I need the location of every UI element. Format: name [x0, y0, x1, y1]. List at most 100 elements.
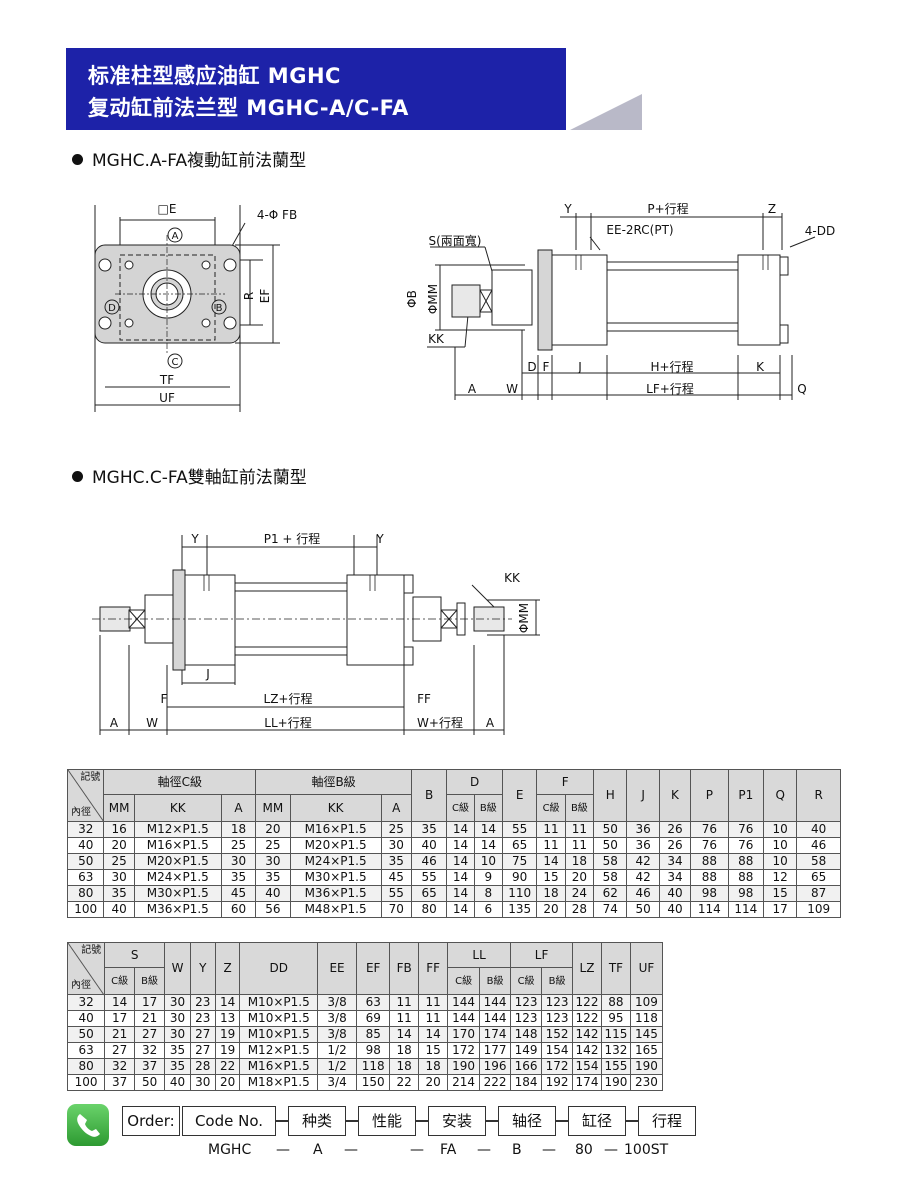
label-s: S(兩面寬) [429, 233, 482, 248]
phone-icon[interactable] [67, 1104, 109, 1146]
label-w: W [506, 382, 518, 396]
table-cell: 23 [189, 994, 216, 1011]
table-cell: 14 [473, 837, 504, 854]
table-cell: M16×P1.5 [133, 837, 222, 854]
order-dash: — [542, 1142, 556, 1158]
table-cell: 172 [541, 1058, 574, 1075]
label-a-right: A [486, 716, 495, 730]
header-h: H [593, 769, 628, 822]
table-cell: 17 [104, 1010, 136, 1027]
table-cell: 46 [626, 885, 660, 902]
order-value-rod: B [512, 1142, 522, 1158]
header-p: P [690, 769, 729, 822]
title-banner: 标准柱型感应油缸 MGHC 复动缸前法兰型 MGHC-A/C-FA [66, 48, 566, 130]
table-cell: 98 [356, 1042, 391, 1059]
section-1-title-text: MGHC.A-FA複動缸前法蘭型 [92, 151, 307, 171]
label-y-right: Y [375, 532, 384, 546]
table-cell: 10 [762, 837, 798, 854]
table-cell: 17 [762, 901, 798, 918]
table-cell: 11 [389, 994, 420, 1011]
table-cell: 18 [564, 853, 595, 870]
table-cell: 114 [690, 901, 729, 918]
table-cell: 55 [380, 885, 412, 902]
table-cell: 17 [134, 994, 166, 1011]
table-cell: 166 [510, 1058, 543, 1075]
header-mm-b: MM [255, 794, 291, 822]
corner-bottom-label: 內徑 [71, 980, 91, 991]
label-tf: TF [159, 373, 174, 387]
label-ef: EF [258, 289, 272, 304]
table-cell: 26 [658, 821, 692, 838]
table-cell: 14 [446, 853, 475, 870]
table-cell: 69 [356, 1010, 391, 1027]
corner-bottom-label: 內徑 [71, 807, 91, 818]
table-cell: 14 [389, 1026, 420, 1043]
table-cell: 123 [510, 994, 543, 1011]
header-kk-b: KK [289, 794, 382, 822]
section-2-title-text: MGHC.C-FA雙軸缸前法蘭型 [92, 468, 307, 488]
table-cell: 58 [593, 869, 628, 886]
table-cell: 27 [104, 1042, 136, 1059]
table-cell: 20 [255, 821, 291, 838]
table-cell: 21 [104, 1026, 136, 1043]
table-cell: 9 [473, 869, 504, 886]
order-box-mounting: 安装 [428, 1106, 486, 1136]
header-lf-b: B級 [541, 967, 574, 995]
label-f: F [543, 360, 550, 374]
table-cell: 14 [446, 821, 475, 838]
table-cell: 98 [727, 885, 764, 902]
table-cell: 88 [727, 853, 764, 870]
table-cell: 11 [564, 837, 595, 854]
flange-front-view-diagram: □E 4-Φ FB A D B C TF UF R EF [94, 202, 297, 412]
table-cell: 123 [510, 1010, 543, 1027]
table-cell: 152 [541, 1026, 574, 1043]
table-cell: 3/8 [316, 994, 358, 1011]
table-cell: M18×P1.5 [239, 1074, 318, 1091]
table-cell: 11 [418, 1010, 449, 1027]
section-2-title: MGHC.C-FA雙軸缸前法蘭型 [72, 463, 307, 488]
corner-top-label: 記號 [80, 772, 101, 783]
table-cell: 1/2 [316, 1042, 358, 1059]
table-cell: 154 [572, 1058, 602, 1075]
header-r: R [796, 769, 841, 822]
table-cell: 32 [66, 994, 106, 1011]
header-d-c: C級 [446, 794, 475, 822]
table-cell: 20 [536, 901, 566, 918]
table-cell: M10×P1.5 [239, 1026, 318, 1043]
table-cell: 18 [389, 1058, 420, 1075]
table-cell: 76 [690, 837, 729, 854]
table-cell: 98 [690, 885, 729, 902]
header-c-shaft: 軸徑C級 [103, 769, 257, 795]
table-cell: 148 [510, 1026, 543, 1043]
table-cell: 27 [189, 1042, 216, 1059]
table-cell: 11 [536, 837, 566, 854]
table-cell: 25 [255, 837, 291, 854]
table-cell: 18 [536, 885, 566, 902]
table-cell: 109 [796, 901, 841, 918]
label-r: R [242, 292, 256, 300]
header-ff: FF [418, 942, 449, 995]
table-cell: 35 [103, 885, 135, 902]
table-cell: 30 [164, 1010, 191, 1027]
table-cell: 80 [66, 885, 105, 902]
table-cell: 192 [541, 1074, 574, 1091]
table-cell: 46 [796, 837, 841, 854]
order-box-code-no: Code No. [182, 1106, 276, 1136]
table-cell: 114 [727, 901, 764, 918]
table-cell: 40 [103, 901, 135, 918]
header-a-b: A [380, 794, 412, 822]
order-value-bore: 80 [575, 1142, 593, 1158]
table-cell: 122 [572, 994, 602, 1011]
table-cell: 65 [410, 885, 448, 902]
table-cell: 50 [66, 853, 105, 870]
header-fb: FB [389, 942, 420, 995]
table-cell: 23 [189, 1010, 216, 1027]
order-box-performance: 性能 [358, 1106, 416, 1136]
table-cell: 20 [214, 1074, 241, 1091]
table-cell: 190 [629, 1058, 664, 1075]
table-cell: 155 [600, 1058, 631, 1075]
spec-table-2: 記號 內徑 S W Y Z DD EE EF FB FF LL LF LZ TF… [66, 942, 664, 1091]
